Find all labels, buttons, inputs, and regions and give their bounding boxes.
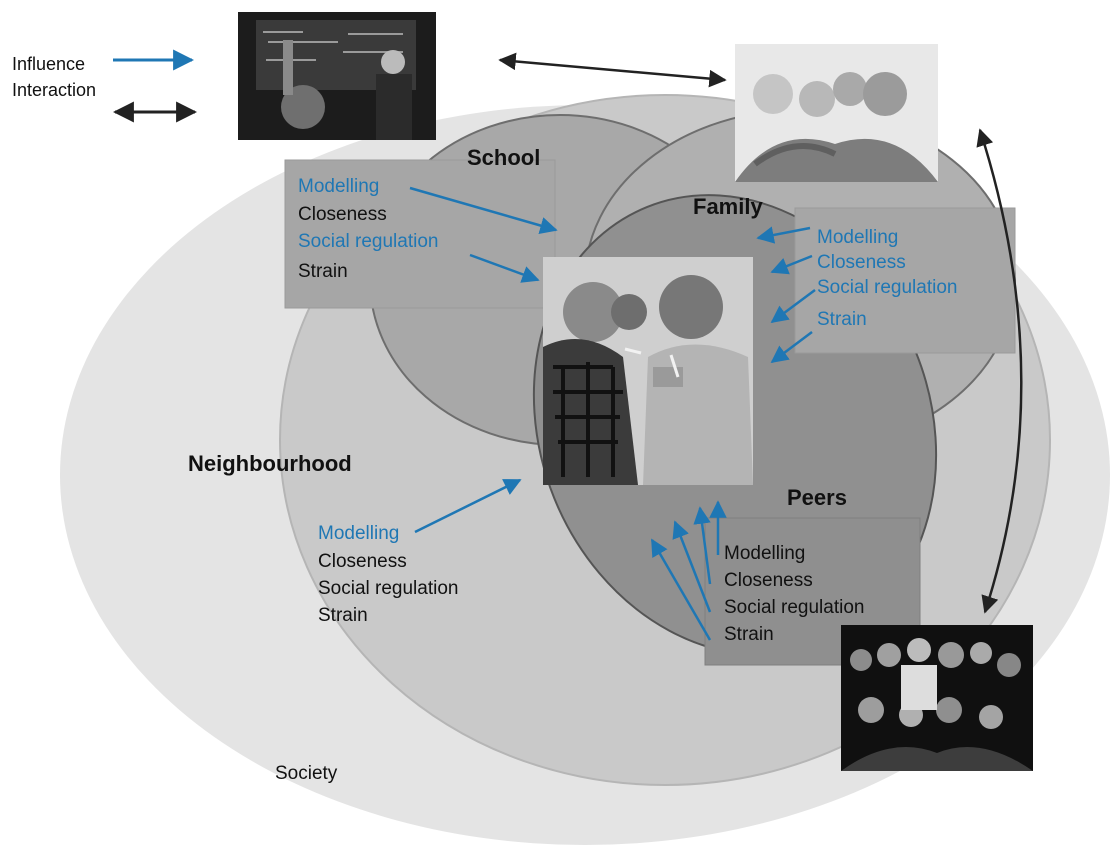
family-title: Family [693, 194, 763, 219]
school-title: School [467, 145, 541, 170]
school-closeness: Closeness [298, 204, 387, 225]
peers-strain: Strain [724, 624, 774, 645]
family-strain: Strain [817, 309, 867, 330]
family-strain-influence-arrow [770, 331, 813, 364]
peers-influence-arrow-2 [672, 520, 712, 613]
neighbourhood-modelling: Modelling [318, 523, 400, 544]
family-closeness: Closeness [817, 252, 906, 273]
boys-smoking-photo [543, 257, 753, 485]
school-family-interaction-arrow [498, 52, 727, 88]
family-modelling-influence-arrow [756, 226, 811, 244]
peers-title: Peers [787, 485, 847, 510]
interaction-legend-label: Interaction [12, 80, 97, 100]
family-photo [735, 44, 938, 182]
neighbourhood-strain: Strain [318, 605, 368, 626]
school-social-regulation: Social regulation [298, 231, 439, 252]
school-factors-box [284, 159, 556, 309]
family-social-regulation-influence-arrow [770, 288, 816, 324]
neighbourhood-social-regulation: Social regulation [318, 578, 459, 599]
neighbourhood-closeness: Closeness [318, 551, 407, 572]
family-peers-interaction-arrow [976, 128, 1023, 614]
school-modelling-influence-arrow [409, 186, 558, 235]
society-label: Society [275, 763, 338, 784]
family-social-regulation: Social regulation [817, 277, 958, 298]
neighbourhood-modelling-influence-arrow [414, 478, 522, 534]
peers-influence-arrow-3 [693, 506, 712, 585]
family-modelling: Modelling [817, 227, 899, 248]
peers-influence-arrow-1 [650, 538, 712, 641]
peers-modelling: Modelling [724, 543, 806, 564]
influence-legend-label: Influence [12, 54, 86, 74]
peers-closeness: Closeness [724, 570, 813, 591]
peer-group-photo [841, 625, 1033, 771]
school-strain: Strain [298, 261, 348, 282]
classroom-photo [238, 12, 436, 140]
school-social-regulation-influence-arrow [469, 253, 540, 283]
peers-social-regulation: Social regulation [724, 597, 865, 618]
family-closeness-influence-arrow [770, 254, 813, 275]
neighbourhood-title: Neighbourhood [188, 451, 352, 476]
school-modelling: Modelling [298, 176, 380, 197]
